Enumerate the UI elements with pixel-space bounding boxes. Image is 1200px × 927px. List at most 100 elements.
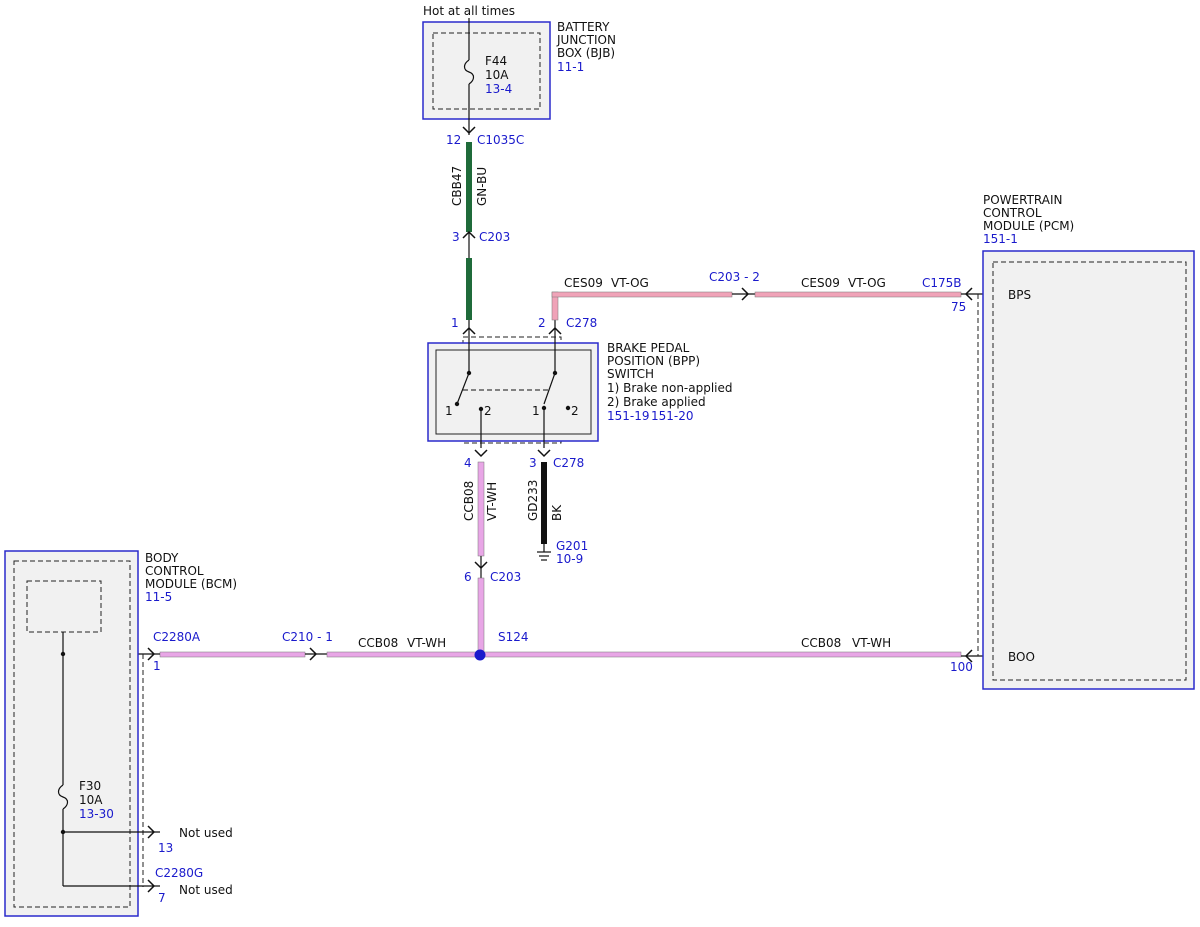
- wire-ccb08-vertical-2: [477, 577, 485, 655]
- bjb-outline: [422, 21, 551, 120]
- wire-ccb08-right-color: VT-WH: [852, 636, 891, 650]
- bpp-title-4: 1) Brake non-applied: [607, 381, 733, 395]
- bpp-switch-2-icon: [541, 337, 571, 448]
- wire-ces09-right: [754, 291, 962, 298]
- wire-ces09-left-color: VT-OG: [611, 276, 649, 290]
- bcm-pin13-connector-icon: [147, 825, 156, 839]
- f30-rating: 10A: [79, 793, 103, 807]
- wire-ccb08-vertical-color: VT-WH: [485, 482, 499, 521]
- bpp-sw2-pos2: 2: [571, 404, 579, 418]
- c2280a-label: C2280A: [153, 630, 201, 644]
- bcm-title-1: BODY: [145, 551, 179, 565]
- pcm-inner-dashed: [992, 261, 1187, 681]
- c210-1-label: C210 - 1: [282, 630, 333, 644]
- bjb-title-2: JUNCTION: [556, 33, 616, 47]
- bjb-ref: 11-1: [557, 60, 584, 74]
- wire-cbb47-segment-2: [466, 258, 472, 320]
- wire-ces09-right-circuit: CES09: [801, 276, 840, 290]
- bpp-title-1: BRAKE PEDAL: [607, 341, 690, 355]
- not-used-2: Not used: [179, 883, 233, 897]
- ground-name: G201: [556, 539, 588, 553]
- fuse-f30-icon: [57, 784, 69, 810]
- wire-ccb08-left-1: [159, 651, 306, 658]
- bcm-outline: [4, 550, 139, 917]
- c1035c-label: C1035C: [477, 133, 524, 147]
- pcm-boo-pin: 100: [950, 660, 973, 674]
- wire-ccb08-vertical-1: [477, 461, 485, 557]
- wire-ces09-right-color: VT-OG: [848, 276, 886, 290]
- bpp-switch-1-icon: [454, 337, 484, 448]
- wire-gd233: [541, 462, 547, 544]
- not-used-1: Not used: [179, 826, 233, 840]
- c278-pin3-connector-icon: [537, 449, 551, 458]
- bpp-title-2: POSITION (BPP): [607, 354, 700, 368]
- top-label: Hot at all times: [423, 4, 515, 18]
- wire-ccb08-left-2: [326, 651, 481, 658]
- wire-gd233-color: BK: [550, 504, 564, 521]
- c278-pin4-connector-icon: [474, 449, 488, 458]
- pcm-boo-label: BOO: [1008, 650, 1035, 664]
- bpp-sw1-pos1: 1: [445, 404, 453, 418]
- c278-pin2: 2: [538, 316, 546, 330]
- wire-ces09-left-circuit: CES09: [564, 276, 603, 290]
- bjb-module: [422, 21, 551, 120]
- wire-cbb47-color: GN-BU: [475, 167, 489, 206]
- c175b-connector-icon: [964, 287, 973, 301]
- c203-bottom-label: C203: [490, 570, 521, 584]
- bpp-ref-2: 151-20: [651, 409, 694, 423]
- pcm-boo-connector-icon: [964, 649, 973, 663]
- bcm-junction-1: [60, 651, 66, 657]
- wire-ccb08-left-color: VT-WH: [407, 636, 446, 650]
- c1035c-connector-icon: [462, 126, 476, 135]
- c175b-pin: 75: [951, 300, 966, 314]
- bpp-title-5: 2) Brake applied: [607, 395, 706, 409]
- c203-top-pin: 3: [452, 230, 460, 244]
- bpp-inner: [435, 349, 592, 435]
- c1035c-pin: 12: [446, 133, 461, 147]
- splice-s124-icon: [474, 649, 486, 661]
- splice-s124-label: S124: [498, 630, 529, 644]
- wire-ccb08-right: [479, 651, 962, 658]
- bcm-sub-block: [26, 580, 102, 633]
- bjb-inner-dashed: [432, 32, 541, 110]
- pcm-outline: [982, 250, 1195, 690]
- wire-ccb08-vertical-circuit: CCB08: [462, 481, 476, 521]
- wire-cbb47-segment-1: [466, 142, 472, 232]
- bcm-ref: 11-5: [145, 590, 172, 604]
- pcm-bps-label: BPS: [1008, 288, 1031, 302]
- wire-ces09-left: [551, 291, 733, 298]
- c203-bottom-pin: 6: [464, 570, 472, 584]
- c278-pin3: 3: [529, 456, 537, 470]
- c278-pin4: 4: [464, 456, 472, 470]
- bjb-title-1: BATTERY: [557, 20, 610, 34]
- bcm-title-2: CONTROL: [145, 564, 204, 578]
- f44-rating: 10A: [485, 68, 509, 82]
- pcm-ref: 151-1: [983, 232, 1018, 246]
- c203-2-connector-icon: [741, 287, 750, 301]
- bpp-sw1-pos2: 2: [484, 404, 492, 418]
- c278-bottom-label: C278: [553, 456, 584, 470]
- c203-2-label: C203 - 2: [709, 270, 760, 284]
- bcm-inner-dashed: [13, 560, 131, 908]
- c203-bottom-connector-icon: [474, 561, 488, 570]
- wire-ccb08-left-circuit: CCB08: [358, 636, 398, 650]
- c2280g-pin: 7: [158, 891, 166, 905]
- bpp-ref-1: 151-19: [607, 409, 650, 423]
- bcm-title-3: MODULE (BCM): [145, 577, 237, 591]
- ground-icon: [537, 544, 551, 561]
- pcm-title-2: CONTROL: [983, 206, 1042, 220]
- bcm-pin13: 13: [158, 841, 173, 855]
- f30-ref: 13-30: [79, 807, 114, 821]
- c2280a-pin: 1: [153, 659, 161, 673]
- wire-gd233-circuit: GD233: [526, 480, 540, 521]
- c2280g-connector-icon: [147, 879, 156, 893]
- wire-ccb08-right-circuit: CCB08: [801, 636, 841, 650]
- c210-1-connector-icon: [309, 647, 318, 661]
- c203-top-label: C203: [479, 230, 510, 244]
- bcm-module: [4, 550, 144, 917]
- c2280a-connector-icon: [147, 647, 156, 661]
- c2280g-label: C2280G: [155, 866, 203, 880]
- c278-pin1: 1: [451, 316, 459, 330]
- bpp-title-3: SWITCH: [607, 367, 654, 381]
